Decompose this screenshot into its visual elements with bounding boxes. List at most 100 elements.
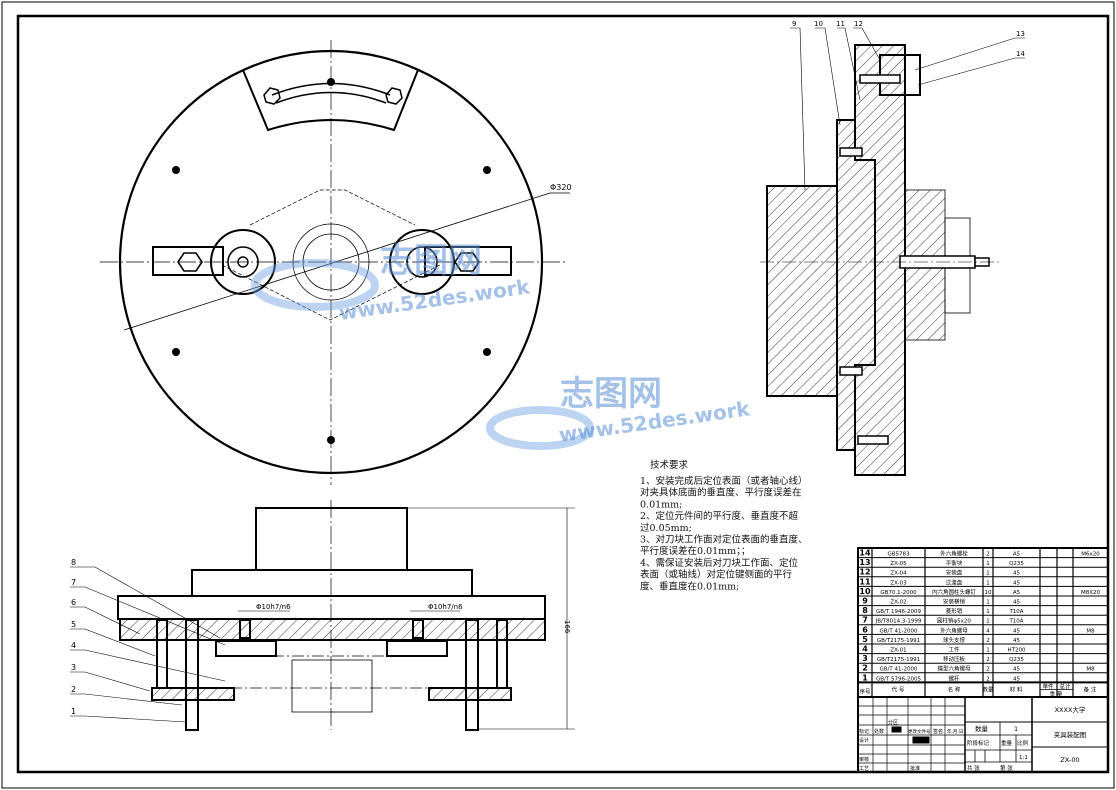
part-label: 12 bbox=[854, 20, 863, 28]
bom-cell-remark: M8X20 bbox=[1081, 590, 1101, 596]
bom-cell-qty: 2 bbox=[986, 667, 990, 673]
bom-cell-qty: 2 bbox=[986, 657, 990, 663]
bom-cell-name: 安装盘 bbox=[946, 569, 963, 577]
watermark: 志图网 www.52des.work 志图网 www.52des.work bbox=[251, 241, 752, 450]
bom-cell-no: 7 bbox=[862, 616, 868, 625]
bom-header-mat: 材 料 bbox=[1010, 685, 1023, 693]
school-name: XXXX大学 bbox=[1055, 705, 1086, 714]
bom-cell-mat: 45 bbox=[1013, 667, 1020, 673]
bom-cell-code: GB70.1-2000 bbox=[880, 590, 917, 596]
bom-cell-mat: 45 bbox=[1013, 676, 1020, 682]
part-label: 4 bbox=[71, 641, 76, 650]
side-view bbox=[760, 27, 1025, 476]
height-dimension: 166 bbox=[563, 620, 571, 634]
bom-cell-mat: T10A bbox=[1008, 619, 1023, 625]
watermark-brand: 志图网 bbox=[560, 374, 662, 414]
bom-cell-name: 平衡块 bbox=[946, 559, 963, 567]
bom-cell-qty: 1 bbox=[986, 619, 990, 625]
bom-cell-code: ZX-04 bbox=[890, 571, 907, 577]
bom-cell-name: 蝶型六角螺母 bbox=[937, 665, 971, 673]
part-label: 2 bbox=[71, 685, 76, 694]
requirement-line: 3、对刀块工作面对定位表面的垂直度、 bbox=[640, 534, 808, 546]
watermark-url: www.52des.work bbox=[337, 274, 532, 325]
requirement-line: 过0.05mm; bbox=[640, 522, 692, 534]
bom-cell-no: 9 bbox=[862, 597, 868, 606]
bom-cell-mat: HT200 bbox=[1008, 648, 1026, 654]
bom-cell-mat: Q235 bbox=[1009, 657, 1024, 663]
watermark-brand: 志图网 bbox=[380, 241, 482, 281]
part-label: 14 bbox=[1016, 50, 1025, 58]
change-label: 更改文件号 bbox=[908, 728, 931, 735]
sign-label: 签名 bbox=[933, 728, 943, 735]
part-label: 13 bbox=[1016, 30, 1025, 38]
title-block bbox=[857, 696, 1109, 773]
bom-cell-name: 工件 bbox=[948, 646, 960, 654]
bom-cell-mat: A5 bbox=[1013, 590, 1021, 596]
bom-cell-no: 12 bbox=[859, 568, 870, 577]
bom-cell-name: 外六角螺母 bbox=[940, 626, 968, 634]
bom-cell-mat: 45 bbox=[1013, 571, 1020, 577]
bom-cell-no: 4 bbox=[862, 645, 868, 654]
bom-cell-code: ZX-05 bbox=[890, 561, 907, 567]
bom-cell-code: ZX-01 bbox=[890, 648, 906, 654]
bom-cell-mat: 45 bbox=[1013, 628, 1020, 634]
bom-cell-no: 10 bbox=[859, 587, 871, 596]
bom-header-code: 代 号 bbox=[892, 685, 905, 693]
bom-cell-no: 14 bbox=[859, 549, 871, 558]
bom-cell-code: GB/T 1946-2009 bbox=[876, 609, 921, 615]
part-label: 7 bbox=[71, 578, 76, 587]
weight-label: 重量 bbox=[1001, 739, 1013, 747]
bom-cell-qty: 4 bbox=[986, 628, 990, 634]
bom-header-single: 单件 bbox=[1042, 682, 1054, 690]
part-label: 8 bbox=[71, 558, 76, 567]
mark-label: 标记 bbox=[859, 728, 869, 735]
bom-cell-no: 2 bbox=[862, 664, 868, 673]
part-label: 5 bbox=[71, 620, 76, 629]
requirement-line: 表面（或轴线）对定位键侧面的平行 bbox=[640, 569, 793, 581]
bom-cell-qty: 2 bbox=[986, 676, 990, 682]
bom-cell-no: 8 bbox=[862, 606, 868, 615]
bom-cell-name: 螺杆 bbox=[948, 674, 960, 682]
qty-value: 1 bbox=[1014, 725, 1018, 733]
scale-label: 比例 bbox=[1017, 739, 1029, 747]
front-view bbox=[70, 500, 575, 731]
bom-cell-code: GB/T2175-1991 bbox=[877, 657, 920, 663]
requirement-line: 平行度误差在0.01mm；； bbox=[640, 545, 750, 557]
bom-cell-remark: M6x20 bbox=[1081, 552, 1100, 558]
bom-cell-name: 球头支撑 bbox=[943, 636, 966, 644]
bom-cell-qty: 10 bbox=[985, 590, 992, 596]
process-label: 工艺 bbox=[859, 766, 869, 772]
bom-header-no: 序号 bbox=[859, 687, 871, 695]
bom-cell-qty: 1 bbox=[986, 561, 990, 567]
bom-cell-qty: 1 bbox=[986, 648, 990, 654]
qty-label: 数量 bbox=[975, 724, 989, 733]
bom-cell-mat: 45 bbox=[1013, 580, 1020, 586]
bom-cell-name: 过渡盘 bbox=[946, 578, 963, 586]
bom-cell-mat: T10A bbox=[1008, 609, 1023, 615]
bom-cell-mat: A5 bbox=[1013, 552, 1021, 558]
zone-label: 分区 bbox=[888, 719, 898, 726]
bom-cell-name: 菱形销 bbox=[946, 607, 963, 615]
part-label: 9 bbox=[792, 20, 796, 28]
count-label: 处数 bbox=[874, 728, 884, 735]
part-labels-left: 1 2 3 4 5 6 7 8 bbox=[71, 558, 76, 716]
drawing-name: 夹具装配图 bbox=[1054, 730, 1087, 739]
part-label: 11 bbox=[836, 20, 845, 28]
bom-cell-code: GB5783 bbox=[887, 552, 910, 558]
bom-cell-code: GB/T 41-2000 bbox=[880, 667, 918, 673]
requirement-line: 2、定位元件间的平行度、垂直度不超 bbox=[640, 510, 799, 522]
bom-header-name: 名 称 bbox=[948, 685, 961, 693]
bom-header-weight: 重 量 bbox=[1050, 690, 1063, 698]
part-label: 1 bbox=[71, 707, 76, 716]
part-label: 10 bbox=[814, 20, 823, 28]
